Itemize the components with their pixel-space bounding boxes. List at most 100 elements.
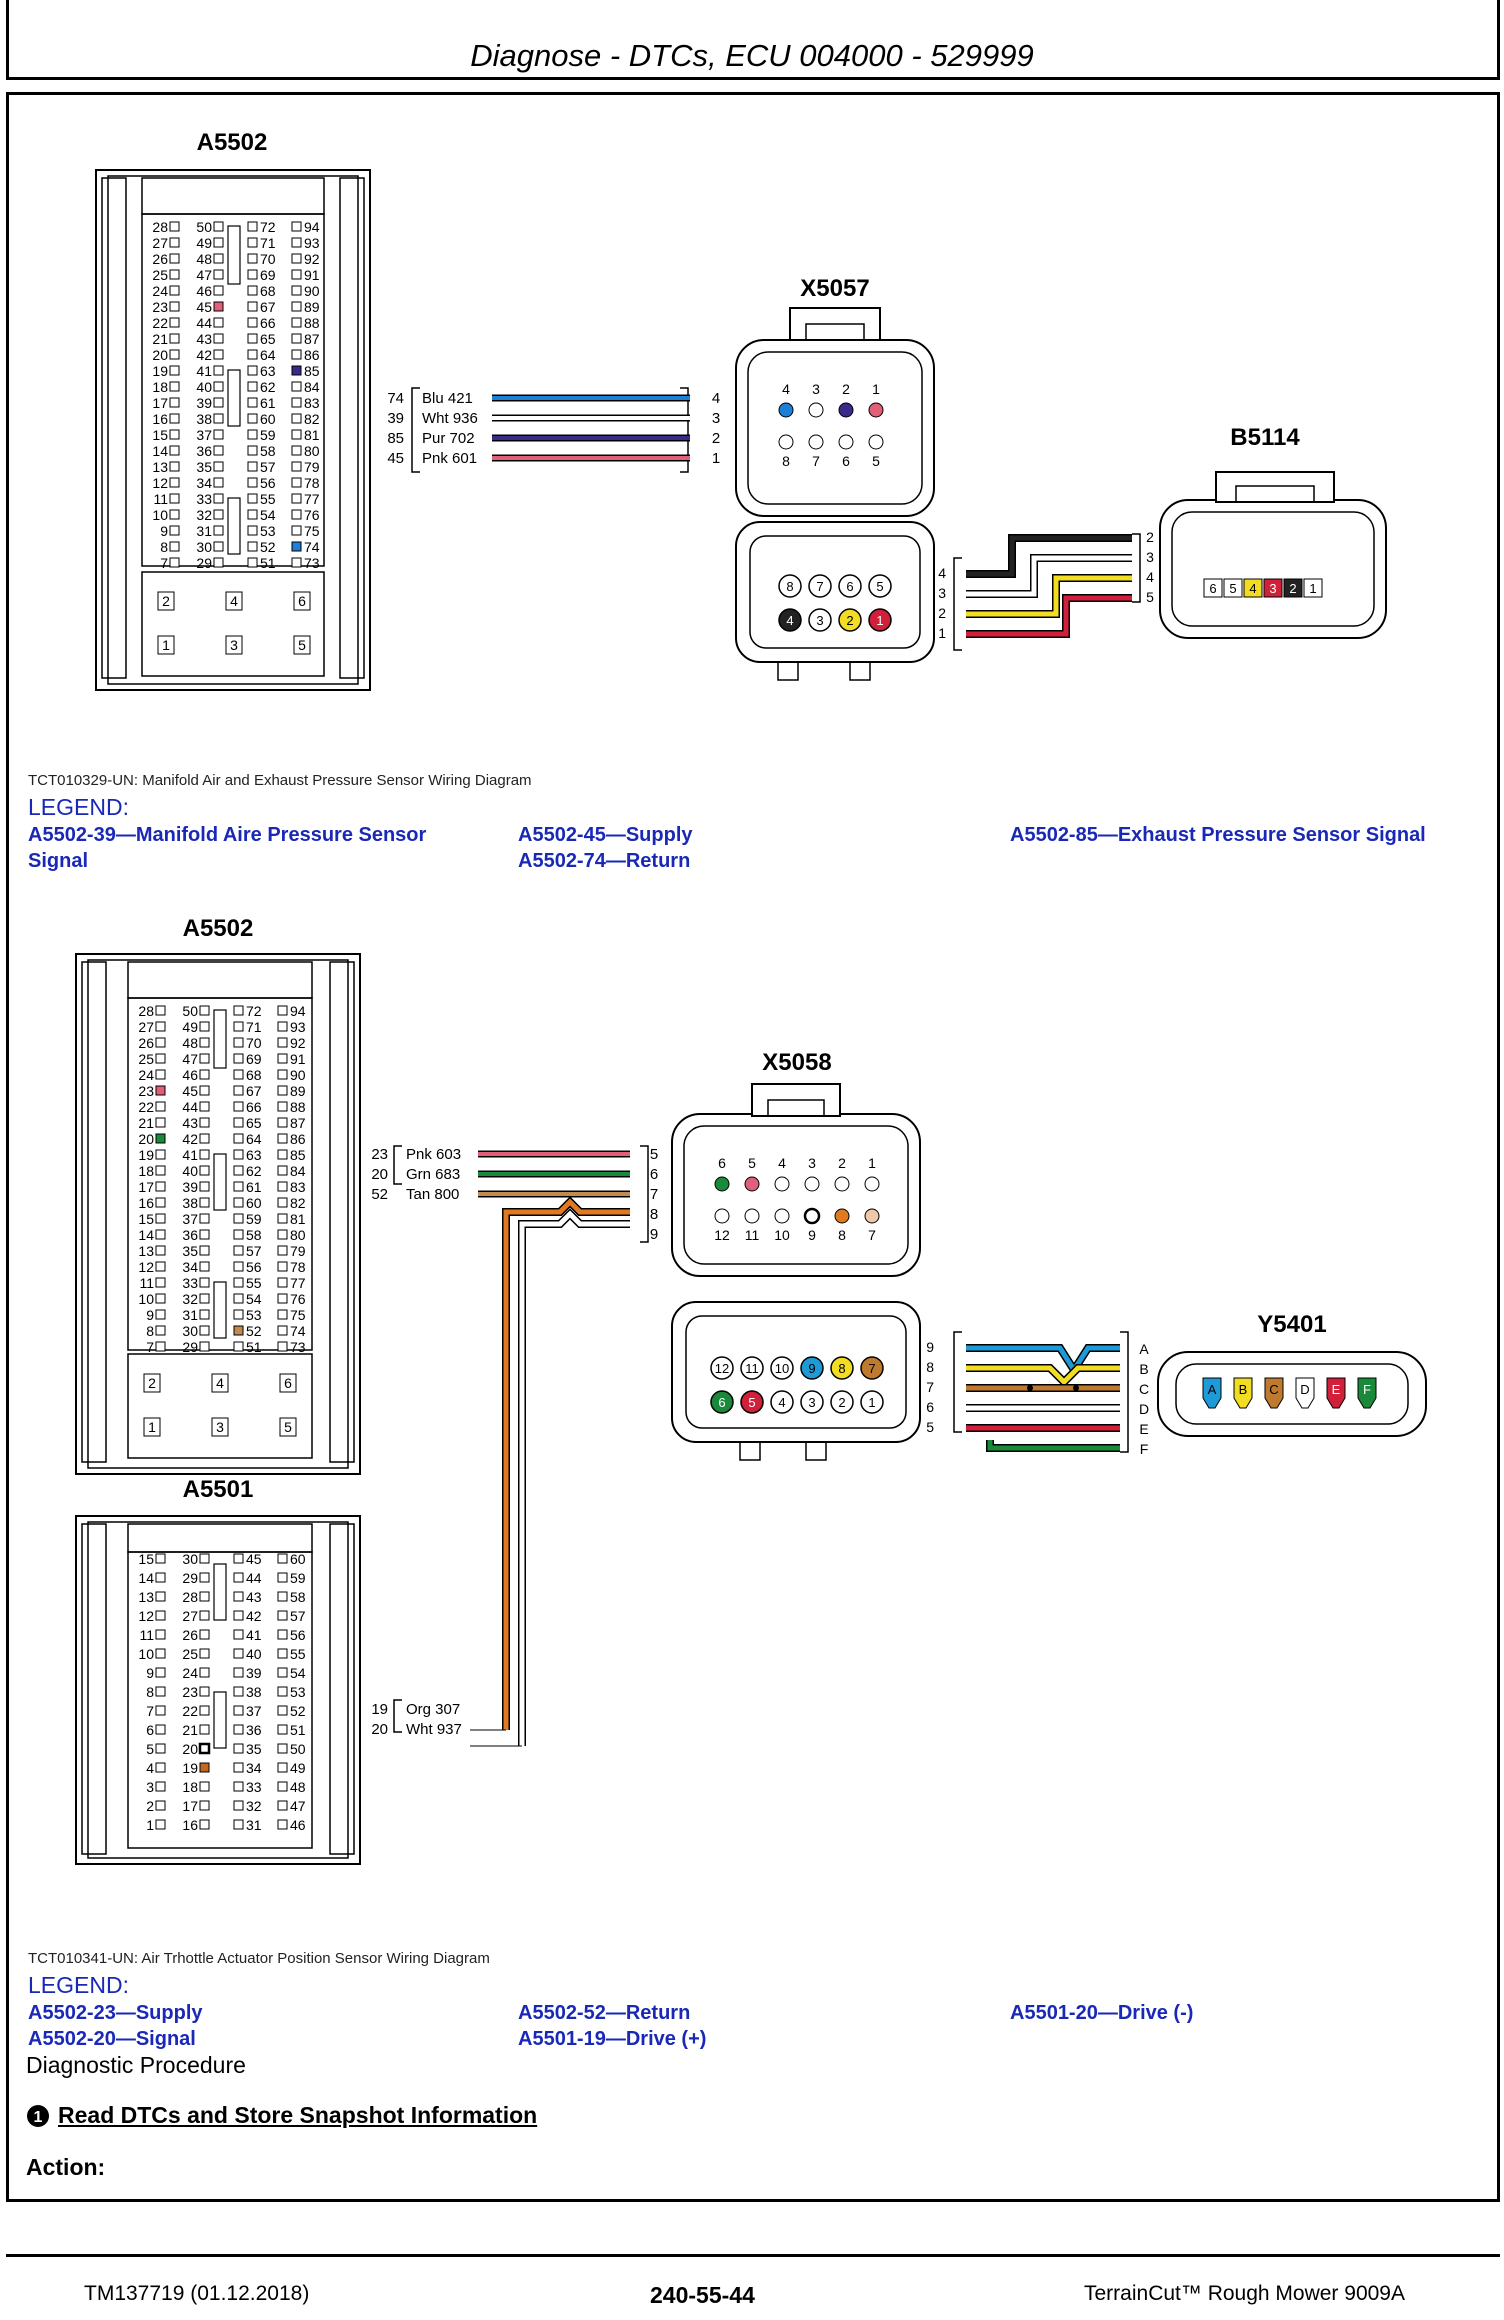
cavity-number: 5 (748, 1395, 755, 1410)
pin-number: 11 (153, 491, 168, 507)
pin-number: 49 (290, 1760, 306, 1776)
pin-number: 31 (182, 1307, 198, 1323)
pin-number: 67 (260, 299, 276, 315)
pin-cavity (199, 1181, 210, 1192)
pin-number: 32 (196, 507, 212, 523)
pin-cavity (199, 1762, 210, 1773)
pin-cavity (291, 253, 302, 264)
pin-cavity (155, 1069, 166, 1080)
pin-number: 37 (246, 1703, 262, 1719)
wire-pin-number: 20 (371, 1166, 388, 1183)
pin-number: 22 (152, 315, 168, 331)
pin-number: 3 (146, 1779, 154, 1795)
pin-number: 49 (182, 1019, 198, 1035)
pin-number: 94 (304, 219, 320, 235)
cavity (770, 1356, 794, 1380)
wire-pin-number: 20 (371, 1721, 388, 1738)
cavity-number: 10 (775, 1361, 789, 1376)
cavity (710, 1390, 734, 1414)
pin-cavity (213, 525, 224, 536)
pin-number: 16 (138, 1195, 154, 1211)
pin-number: 12 (152, 475, 168, 491)
pin-cavity (233, 1309, 244, 1320)
pin-cavity (291, 237, 302, 248)
pin-cavity (277, 1181, 288, 1192)
pin-cavity (247, 461, 258, 472)
footer-rule (6, 2254, 1500, 2257)
pin-number: 16 (182, 1817, 198, 1833)
pin-cavity (155, 1085, 166, 1096)
pin-number: 75 (304, 523, 320, 539)
cavity-number: 5 (748, 1155, 756, 1171)
cavity-number: 2 (846, 613, 853, 628)
cavity (808, 608, 832, 632)
pin-number: 71 (246, 1019, 262, 1035)
pin-cavity (233, 1325, 244, 1336)
pin-cavity (199, 1781, 210, 1792)
pin-number: 11 (139, 1627, 154, 1643)
pin-cavity (247, 237, 258, 248)
pin-cavity (155, 1325, 166, 1336)
pin-cavity (277, 1610, 288, 1621)
pin-number: 58 (246, 1227, 262, 1243)
pin-number: 13 (138, 1243, 154, 1259)
pin-number: 61 (260, 395, 276, 411)
pin-number: 60 (290, 1551, 306, 1567)
pin-cavity (247, 317, 258, 328)
pin-number: 74 (304, 539, 320, 555)
pin-cavity (277, 1762, 288, 1773)
actuator-pin-number: D (1139, 1401, 1149, 1417)
pin-number: 44 (196, 315, 212, 331)
pin-cavity (199, 1341, 210, 1352)
pin-cavity (277, 1591, 288, 1602)
pin-number: 35 (196, 459, 212, 475)
cavity (803, 1207, 821, 1225)
pin-cavity (213, 429, 224, 440)
wire-label: Pnk 603 (406, 1146, 461, 1163)
cavity (860, 1390, 884, 1414)
pin-number: 13 (152, 459, 168, 475)
pin-number: 32 (182, 1291, 198, 1307)
cavity-number: 1 (868, 1395, 875, 1410)
cavity (808, 402, 824, 418)
pin-number: 25 (152, 267, 168, 283)
pin-number: 66 (260, 315, 276, 331)
pin-cavity (233, 1341, 244, 1352)
legend-item: A5502-45—Supply (518, 824, 693, 846)
pin-cavity (199, 1117, 210, 1128)
pin-number: 27 (138, 1019, 154, 1035)
cavity-number: 1 (868, 1155, 876, 1171)
pin-number: 57 (290, 1608, 306, 1624)
pin-number: 45 (182, 1083, 198, 1099)
pin-cavity (155, 1667, 166, 1678)
pin-number: 69 (260, 267, 276, 283)
wire-pin-number: 45 (387, 450, 404, 467)
pin-cavity (155, 1053, 166, 1064)
pin-number: 14 (152, 443, 168, 459)
pin-number: 3 (216, 1419, 224, 1435)
pin-cavity (247, 509, 258, 520)
pin-cavity (233, 1053, 244, 1064)
pin-cavity (277, 1572, 288, 1583)
pin-number: 89 (290, 1083, 306, 1099)
pin-cavity (291, 221, 302, 232)
pin-number: 15 (152, 427, 168, 443)
pin-cavity (213, 237, 224, 248)
wire-color (966, 535, 1132, 577)
cavity (860, 1356, 884, 1380)
pin-number: 19 (182, 1760, 198, 1776)
pin-number: 4 (230, 593, 238, 609)
pin-number: 7 (160, 555, 168, 571)
pin-cavity (155, 1021, 166, 1032)
pin-cavity (247, 557, 258, 568)
actuator-cavity (1202, 1377, 1222, 1409)
pin-cavity (199, 1591, 210, 1602)
pin-cavity (199, 1101, 210, 1112)
connector-pin-number: 3 (712, 410, 720, 427)
pin-cavity (247, 253, 258, 264)
pin-cavity (213, 253, 224, 264)
pin-number: 18 (182, 1779, 198, 1795)
pin-number: 77 (304, 491, 320, 507)
pin-number: 40 (196, 379, 212, 395)
pin-cavity (279, 1373, 297, 1393)
